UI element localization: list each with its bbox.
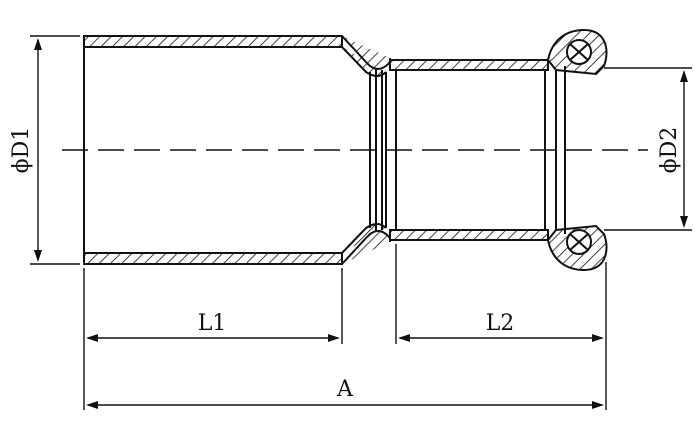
small-pipe-bottom-wall bbox=[389, 229, 549, 241]
large-pipe-top-wall bbox=[83, 35, 343, 48]
small-pipe-top-wall bbox=[389, 59, 549, 71]
fitting-outline bbox=[83, 28, 608, 272]
label-l2: L2 bbox=[486, 311, 515, 336]
label-a: A bbox=[336, 377, 354, 402]
label-d1: ϕD1 bbox=[9, 127, 34, 174]
large-pipe-bottom-wall bbox=[83, 252, 343, 265]
o-ring-bottom-cross bbox=[569, 233, 589, 251]
label-d2: ϕD2 bbox=[657, 127, 682, 174]
o-ring-top-cross bbox=[569, 43, 589, 61]
label-l1: L1 bbox=[198, 311, 227, 336]
dimension-lines bbox=[30, 35, 692, 410]
